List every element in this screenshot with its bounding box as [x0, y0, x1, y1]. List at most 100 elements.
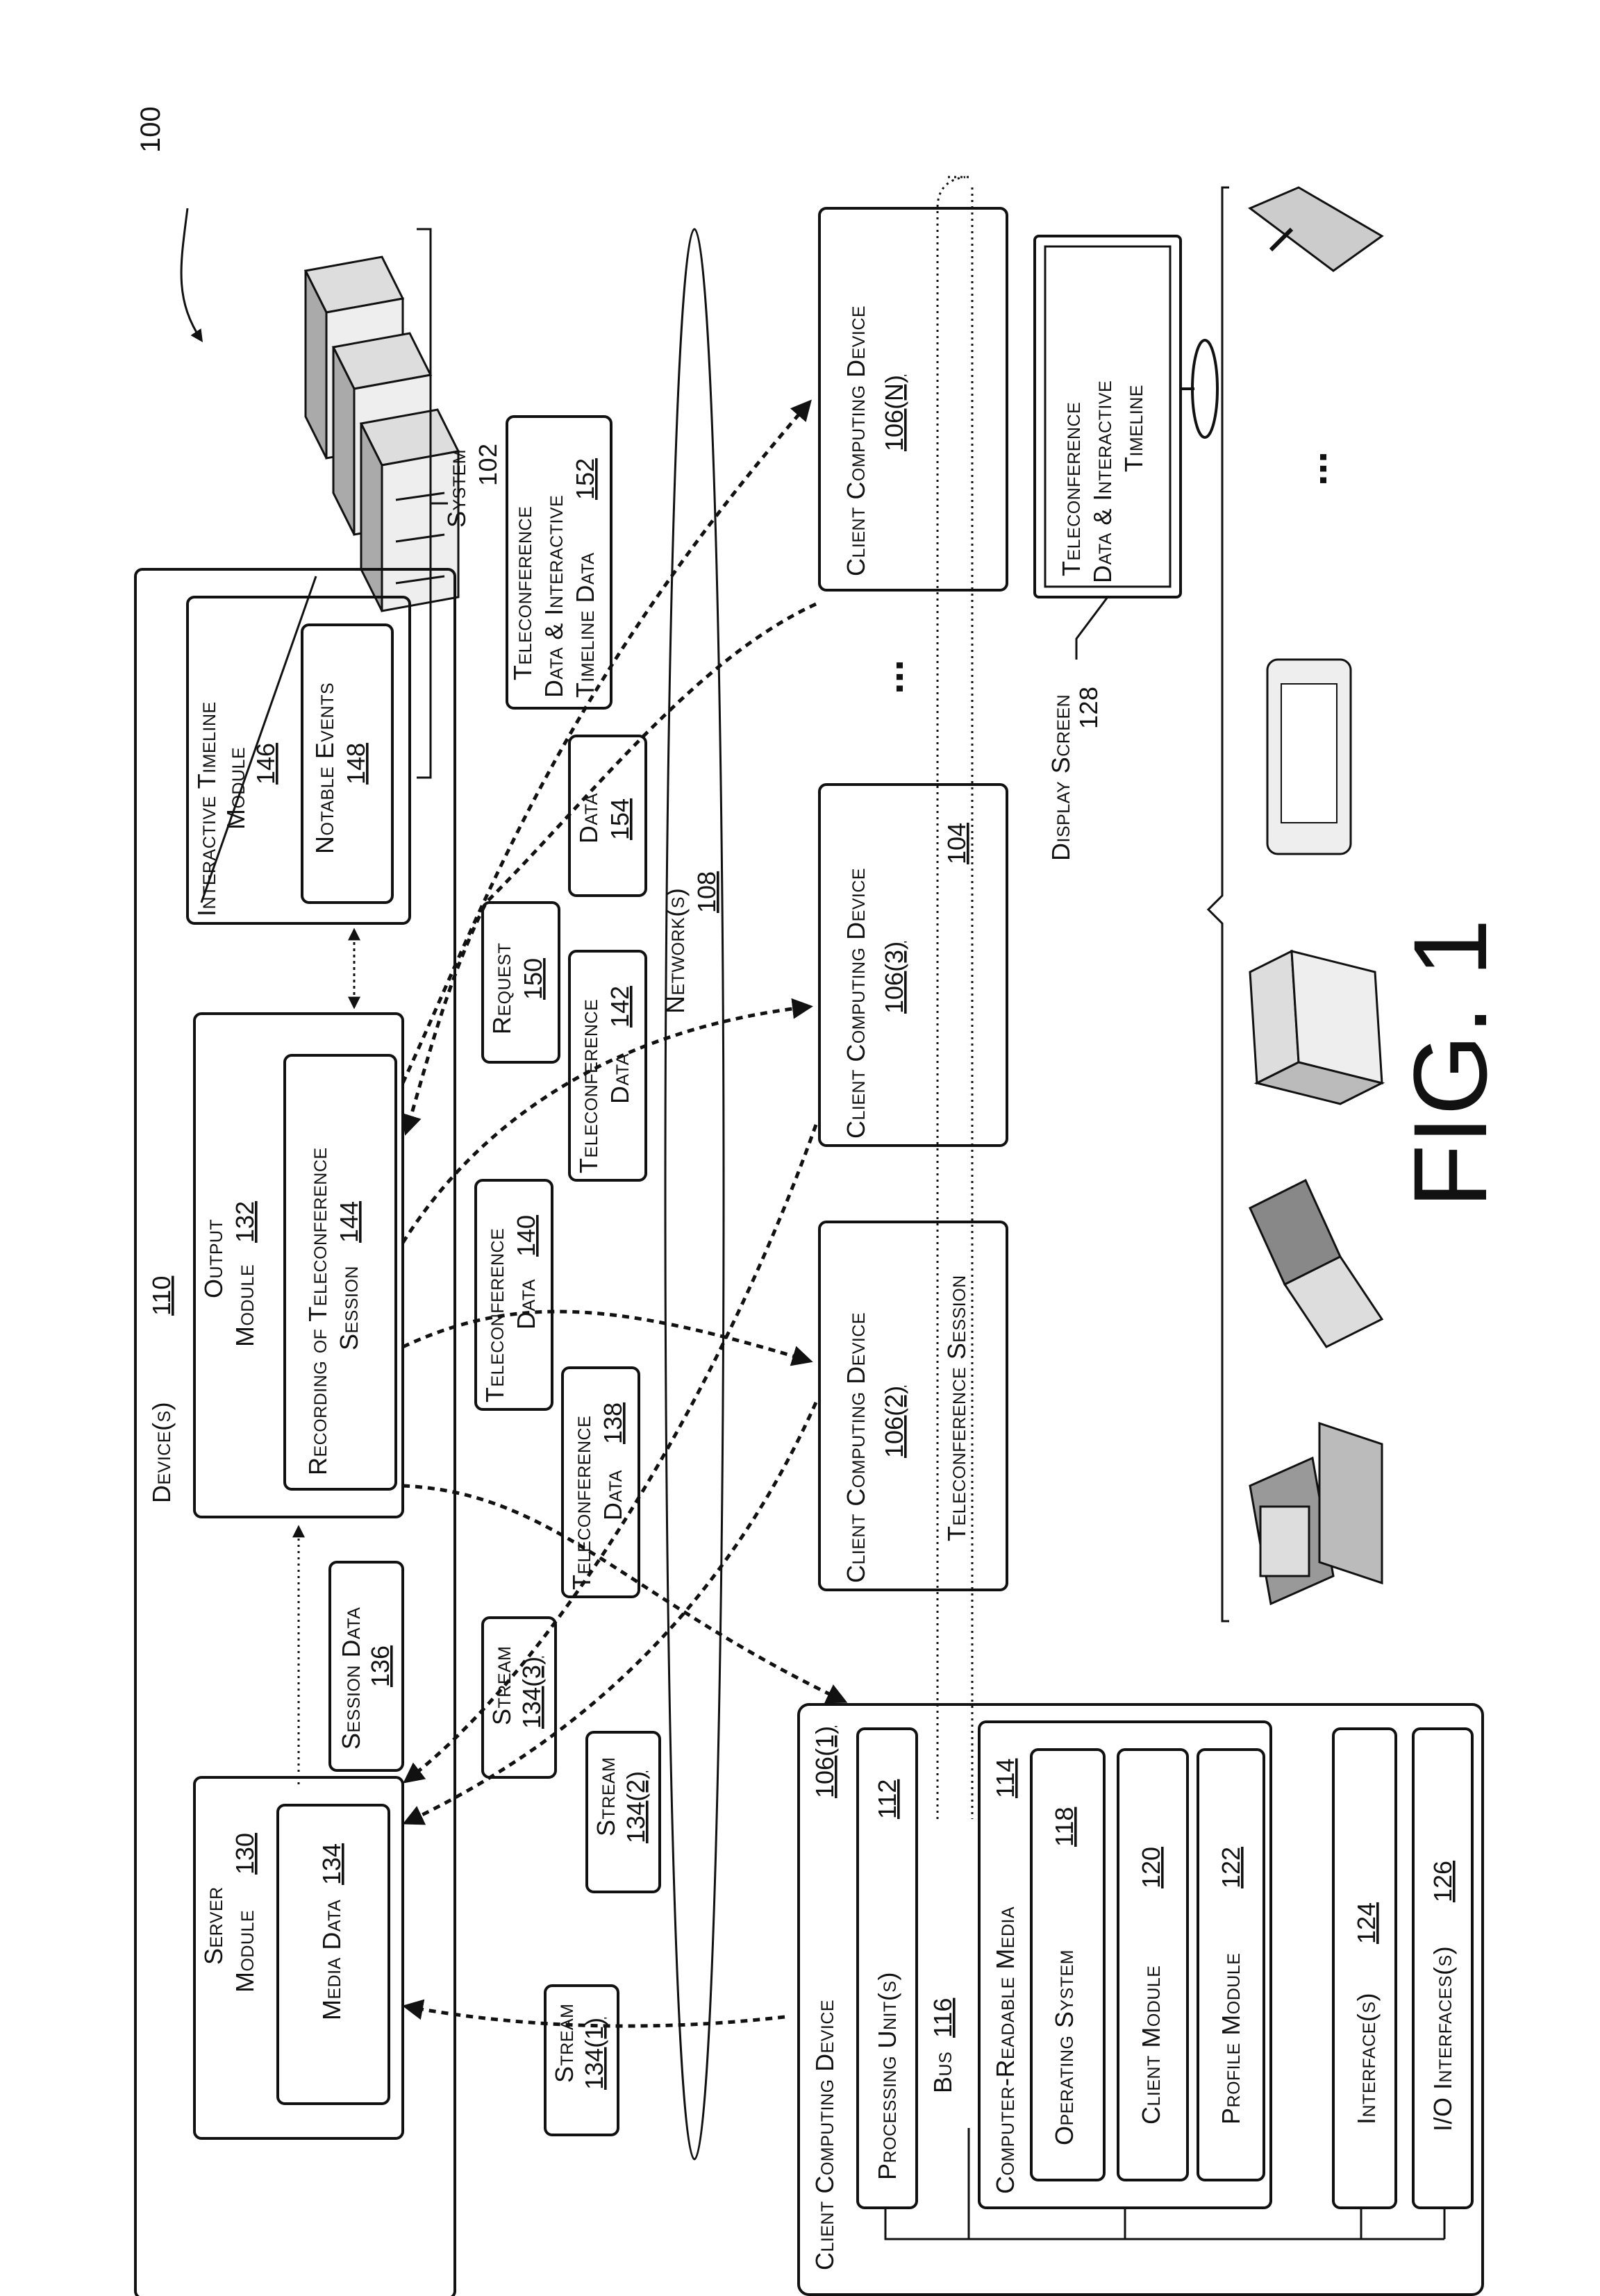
- teleconf-138-number: 138: [599, 1402, 627, 1444]
- client-module-label: Client Module: [1137, 1966, 1165, 2125]
- interfaces-label: Interface(s): [1352, 1993, 1381, 2125]
- devices-label: Device(s): [147, 1402, 176, 1503]
- stream-1-number: 134(1): [580, 2018, 608, 2090]
- devices-box: Device(s) 110 Server Module 130 Media Da…: [135, 569, 455, 2296]
- arrow-teleconf-142: [403, 1007, 809, 1243]
- stream-3-number: 134(3): [517, 1657, 546, 1729]
- timeline-data-number: 152: [571, 458, 599, 500]
- timeline-data-label-2: Data & Interactive: [540, 495, 568, 698]
- os-label: Operating System: [1050, 1950, 1078, 2145]
- laptop-icon: [1250, 1180, 1382, 1347]
- notable-events-label: Notable Events: [310, 682, 339, 854]
- data-154-label: Data: [574, 793, 603, 844]
- client-106-n-number: 106(N): [880, 375, 908, 451]
- session-band-number: 104: [942, 823, 971, 864]
- stream-2-label: Stream: [592, 1757, 620, 1836]
- reference-100: 100: [135, 106, 201, 340]
- io-label: I/O Interfaces(s): [1428, 1946, 1457, 2131]
- teleconf-138-label-2: Data: [599, 1470, 627, 1520]
- recording-number: 144: [335, 1201, 363, 1243]
- media-data-number: 134: [317, 1843, 346, 1885]
- client-106-3-label: Client Computing Device: [842, 868, 870, 1139]
- bus-number: 116: [928, 1998, 957, 2038]
- bus-label: Bus: [928, 2052, 957, 2093]
- profile-module-label: Profile Module: [1217, 1953, 1245, 2125]
- recording-label-2: Session: [335, 1266, 363, 1350]
- desktop-pc-icon: [1250, 1423, 1382, 1604]
- timeline-module-label-2: Module: [222, 747, 250, 830]
- client-detail: Client Computing Device 106(1) Processin…: [799, 1704, 1483, 2295]
- server-icon: [306, 257, 458, 611]
- teleconf-140-number: 140: [512, 1215, 540, 1257]
- screen-line-1: Teleconference: [1057, 402, 1085, 576]
- ellipsis-icons: ...: [1289, 451, 1335, 486]
- processing-label: Processing Unit(s): [873, 1972, 901, 2180]
- ref-arrow: [181, 208, 201, 340]
- output-module-number: 132: [231, 1201, 259, 1243]
- client-106-3-number: 106(3): [880, 941, 908, 1014]
- network-label: Network(s): [661, 888, 690, 1014]
- client-detail-number: 106(1): [810, 1726, 839, 1798]
- server-module-label-2: Module: [231, 1910, 259, 1993]
- recording-label: Recording of Teleconference: [303, 1147, 332, 1475]
- crm-label: Computer-Readable Media: [991, 1907, 1019, 2194]
- processing-number: 112: [873, 1779, 901, 1819]
- profile-module-number: 122: [1217, 1847, 1245, 1888]
- timeline-module-box: [188, 597, 410, 923]
- device-bracket: [1208, 187, 1229, 1621]
- arrow-teleconf-140: [403, 1312, 809, 1361]
- data-154-number: 154: [606, 798, 634, 840]
- tablet-icon: [1267, 660, 1351, 854]
- interfaces-number: 124: [1352, 1902, 1381, 1944]
- timeline-module-number: 146: [251, 743, 280, 785]
- stream-2-number: 134(2): [622, 1771, 650, 1843]
- device-icons: ...: [1208, 187, 1382, 1621]
- display-screen-number: 128: [1074, 686, 1103, 729]
- client-106-2-number: 106(2): [880, 1386, 908, 1458]
- teleconf-140-label: Teleconference: [481, 1228, 509, 1402]
- data-labels: Stream 134(1) Stream 134(2) Stream 134(3…: [476, 417, 660, 2135]
- teleconf-142-label: Teleconference: [574, 999, 603, 1173]
- output-module-label: Output: [199, 1219, 228, 1298]
- screen-line-3: Timeline: [1119, 385, 1148, 472]
- arrow-stream-3: [406, 1125, 816, 1781]
- ref-number: 100: [135, 106, 166, 153]
- timeline-data-label-3: Timeline Data: [571, 553, 599, 698]
- session-data-number: 136: [366, 1645, 394, 1687]
- client-106-n-label: Client Computing Device: [842, 305, 870, 576]
- session-band-label: Teleconference Session: [942, 1275, 971, 1541]
- client-106-2-label: Client Computing Device: [842, 1312, 870, 1583]
- system-number: 102: [474, 443, 502, 486]
- bus-line: [885, 2128, 1444, 2239]
- timeline-module-label: Interactive Timeline: [192, 701, 221, 916]
- client-devices: Client Computing Device 106(2) Client Co…: [819, 177, 1217, 1819]
- server-module-label: Server: [199, 1886, 228, 1965]
- network-ellipse: [665, 229, 724, 2159]
- desktop-tower-icon: [1250, 951, 1382, 1104]
- io-number: 126: [1428, 1861, 1457, 1902]
- fig-label: FIG. 1: [1392, 919, 1508, 1208]
- stream-3-label: Stream: [488, 1645, 516, 1725]
- screen-line-2: Data & Interactive: [1088, 380, 1117, 583]
- teleconf-138-label: Teleconference: [567, 1416, 596, 1590]
- display-screen-label: Display Screen: [1047, 694, 1075, 861]
- display-leader: [1076, 597, 1108, 660]
- request-label: Request: [488, 943, 516, 1034]
- timeline-data-label: Teleconference: [508, 506, 537, 680]
- ellipsis-devices: ...: [865, 660, 912, 694]
- client-module-number: 120: [1137, 1847, 1165, 1888]
- request-number: 150: [519, 958, 547, 1000]
- server-module-number: 130: [231, 1833, 259, 1875]
- system-label: System: [442, 449, 471, 528]
- devices-number: 110: [147, 1276, 176, 1316]
- media-data-label: Media Data: [317, 1900, 346, 2020]
- crm-number: 114: [991, 1759, 1019, 1798]
- session-data-label: Session Data: [337, 1607, 365, 1750]
- output-module-label-2: Module: [231, 1264, 259, 1347]
- notable-events-number: 148: [342, 743, 370, 785]
- session-band: [938, 177, 972, 1819]
- teleconf-140-label-2: Data: [512, 1279, 540, 1330]
- stream-1-label: Stream: [550, 2003, 578, 2083]
